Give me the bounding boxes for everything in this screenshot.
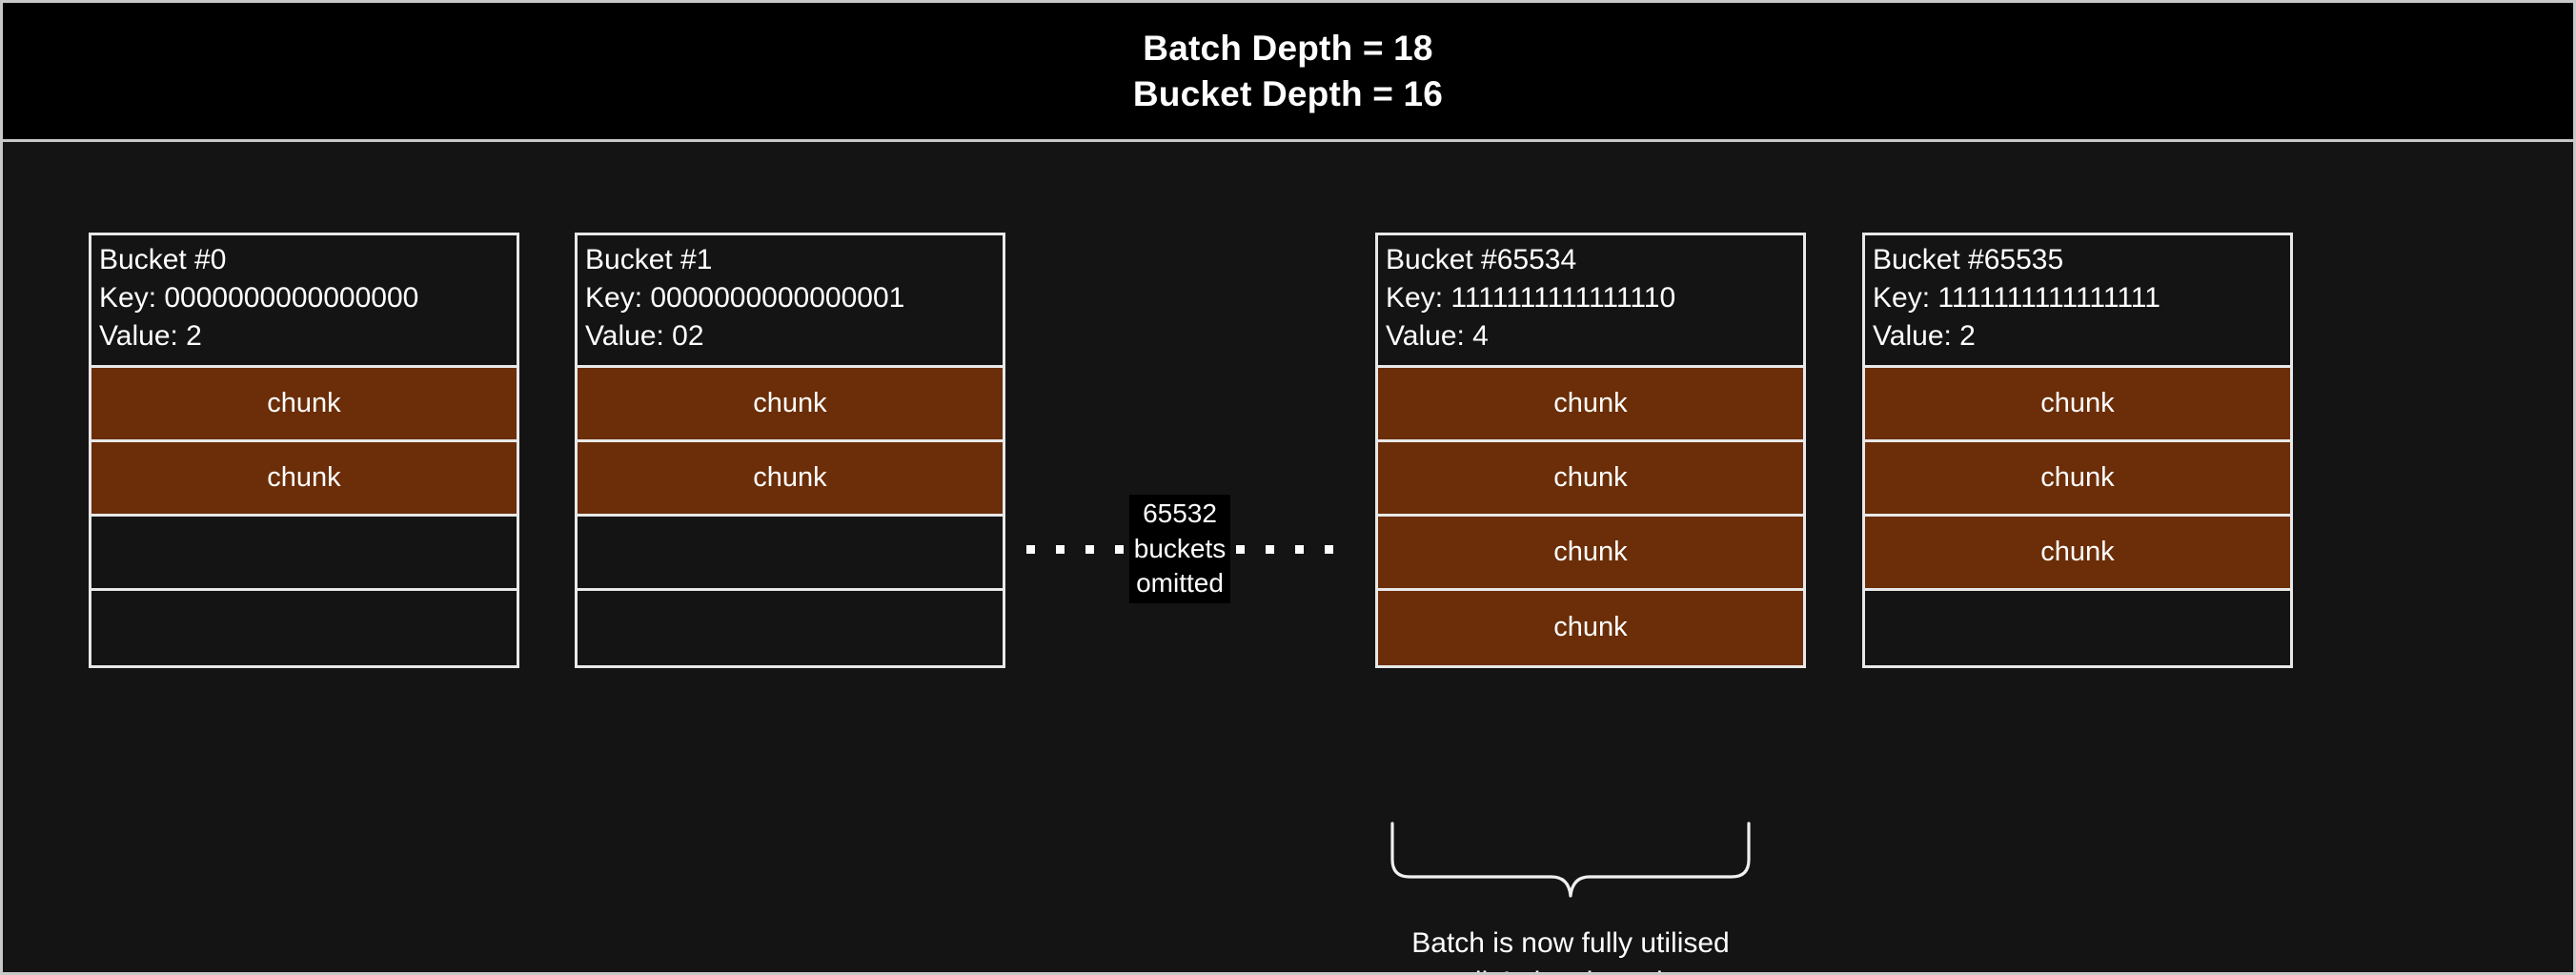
- buckets-omitted-marker: 65532 buckets omitted: [1025, 487, 1334, 611]
- dot-icon: [1025, 544, 1035, 554]
- omitted-label: 65532 buckets omitted: [1128, 494, 1231, 604]
- omitted-count: 65532: [1143, 498, 1217, 528]
- slot-label: chunk: [1553, 387, 1628, 418]
- bucket-slot: chunk: [91, 367, 517, 442]
- bucket-slot-empty: [1865, 590, 2290, 665]
- bucket-slot: chunk: [91, 441, 517, 517]
- bucket-card-0: Bucket #0 Key: 0000000000000000 Value: 2…: [89, 233, 519, 668]
- dot-icon: [1295, 544, 1305, 554]
- bucket-key-1: Key: 0000000000000001: [585, 281, 905, 314]
- slot-label: chunk: [2040, 387, 2115, 418]
- bucket-slot: chunk: [1378, 441, 1803, 517]
- bucket-slots-1: chunk chunk: [578, 367, 1003, 665]
- bucket-slot-empty: [91, 516, 517, 591]
- caption-line-1: Batch is now fully utilised: [1411, 927, 1730, 959]
- slot-label: chunk: [2040, 461, 2115, 493]
- bucket-slots-65534: chunk chunk chunk chunk: [1378, 367, 1803, 665]
- bucket-header-65534: Bucket #65534 Key: 1111111111111110 Valu…: [1378, 235, 1803, 368]
- bucket-key-65535: Key: 1111111111111111: [1873, 281, 2160, 314]
- bucket-value-1: Value: 02: [585, 319, 704, 352]
- ellipsis-dots-right: [1236, 544, 1334, 554]
- bucket-slot-empty: [91, 590, 517, 665]
- bucket-card-65534: Bucket #65534 Key: 1111111111111110 Valu…: [1375, 233, 1806, 668]
- caption-line-2: as all 4 slots have been: [1347, 963, 1795, 972]
- bucket-slot: chunk: [1378, 367, 1803, 442]
- bucket-card-65535: Bucket #65535 Key: 1111111111111111 Valu…: [1862, 233, 2293, 668]
- dot-icon: [1325, 544, 1334, 554]
- omitted-unit: buckets: [1133, 533, 1227, 563]
- header-banner: Batch Depth = 18 Bucket Depth = 16: [3, 3, 2573, 142]
- bucket-value-0: Value: 2: [99, 319, 202, 352]
- slot-label: chunk: [1553, 461, 1628, 493]
- slot-label: chunk: [753, 387, 827, 418]
- dot-icon: [1055, 544, 1065, 554]
- ellipsis-dots-left: [1025, 544, 1124, 554]
- bucket-card-1: Bucket #1 Key: 0000000000000001 Value: 0…: [575, 233, 1005, 668]
- omitted-word: omitted: [1136, 568, 1224, 599]
- bucket-title-65534: Bucket #65534: [1386, 244, 1577, 275]
- batch-utilisation-caption: Batch is now fully utilised as all 4 slo…: [1347, 924, 1795, 972]
- bucket-slot-empty: [578, 516, 1003, 591]
- bucket-header-65535: Bucket #65535 Key: 1111111111111111 Valu…: [1865, 235, 2290, 368]
- bucket-slots-0: chunk chunk: [91, 367, 517, 665]
- bucket-slot: chunk: [1865, 367, 2290, 442]
- curly-brace-icon: [1390, 822, 1751, 898]
- slot-label: chunk: [1553, 536, 1628, 567]
- slot-label: chunk: [1553, 612, 1628, 643]
- bucket-value-65534: Value: 4: [1386, 319, 1489, 352]
- diagram-stage: Bucket #0 Key: 0000000000000000 Value: 2…: [3, 142, 2573, 972]
- dot-icon: [1236, 544, 1246, 554]
- bucket-slot: chunk: [1865, 441, 2290, 517]
- slot-label: chunk: [267, 461, 341, 493]
- bucket-slot-empty: [578, 590, 1003, 665]
- bucket-title-0: Bucket #0: [99, 244, 227, 275]
- dot-icon: [1085, 544, 1094, 554]
- bucket-slot: chunk: [1865, 516, 2290, 591]
- bucket-title-65535: Bucket #65535: [1873, 244, 2064, 275]
- bucket-slot: chunk: [1378, 516, 1803, 591]
- slot-label: chunk: [753, 461, 827, 493]
- bucket-key-0: Key: 0000000000000000: [99, 281, 419, 314]
- bucket-header-1: Bucket #1 Key: 0000000000000001 Value: 0…: [578, 235, 1003, 368]
- bucket-key-65534: Key: 1111111111111110: [1386, 281, 1676, 314]
- bucket-title-1: Bucket #1: [585, 244, 713, 275]
- slot-label: chunk: [2040, 536, 2115, 567]
- batch-depth-label: Batch Depth = 18: [1143, 29, 1433, 69]
- bucket-value-65535: Value: 2: [1873, 319, 1976, 352]
- dot-icon: [1114, 544, 1124, 554]
- bucket-slot: chunk: [578, 441, 1003, 517]
- bucket-slot: chunk: [1378, 590, 1803, 665]
- dot-icon: [1266, 544, 1275, 554]
- bucket-header-0: Bucket #0 Key: 0000000000000000 Value: 2: [91, 235, 517, 368]
- bucket-depth-label: Bucket Depth = 16: [1132, 73, 1444, 113]
- slot-label: chunk: [267, 387, 341, 418]
- bucket-slots-65535: chunk chunk chunk: [1865, 367, 2290, 665]
- bucket-slot: chunk: [578, 367, 1003, 442]
